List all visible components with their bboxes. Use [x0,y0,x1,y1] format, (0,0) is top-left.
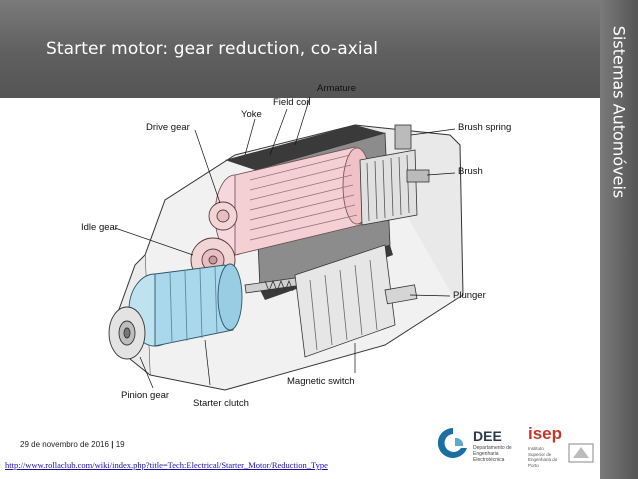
label-drive-gear: Drive gear [146,122,190,133]
dee-logo-icon [437,427,467,458]
dee-logo: DEE Departamento de Engenharia Electroté… [435,424,525,466]
label-field-coil: Field coil [273,97,311,108]
dee-subtitle: Departamento de Engenharia Electrotécnic… [473,445,512,463]
label-brush: Brush [458,166,483,177]
page-number: 19 [115,440,125,449]
label-idle-gear: Idle gear [81,222,118,233]
side-bar [600,0,638,479]
label-armature: Armature [317,83,357,94]
header-bar [0,0,600,98]
isep-subtitle: Instituto Superior de Engenharia do Port… [528,446,558,468]
magnetic-switch [294,244,418,358]
label-plunger: Plunger [453,290,486,301]
footer-separator: | [111,440,114,449]
label-magnetic-switch: Magnetic switch [287,376,355,387]
label-yoke: Yoke [241,109,262,120]
footer-date: 29 de novembro de 2016 | 19 [20,440,125,449]
label-pinion-gear: Pinion gear [121,390,170,401]
starter-motor-diagram: Armature Field coil Yoke Drive gear Brus… [55,83,610,430]
leader-lines [114,96,456,389]
starter-motor-illustration [108,96,464,391]
pinion-gear [108,306,146,360]
label-brush-spring: Brush spring [458,122,512,133]
source-link[interactable]: http://www.rollaclub.com/wiki/index.php?… [5,460,328,470]
dee-name: DEE [473,428,502,444]
slide-date: 29 de novembro de 2016 [20,440,109,449]
isep-name: isep [528,424,563,443]
side-title-text: Sistemas Automóveis [609,25,629,199]
slide-title: Starter motor: gear reduction, co-axial [46,39,379,59]
starter-clutch [128,263,243,347]
isep-logo: isep Instituto Superior de Engenharia do… [525,424,600,468]
commutator [359,124,430,226]
isep-emblem-icon [568,443,594,463]
drive-gear [208,201,238,231]
label-starter-clutch: Starter clutch [193,398,249,409]
